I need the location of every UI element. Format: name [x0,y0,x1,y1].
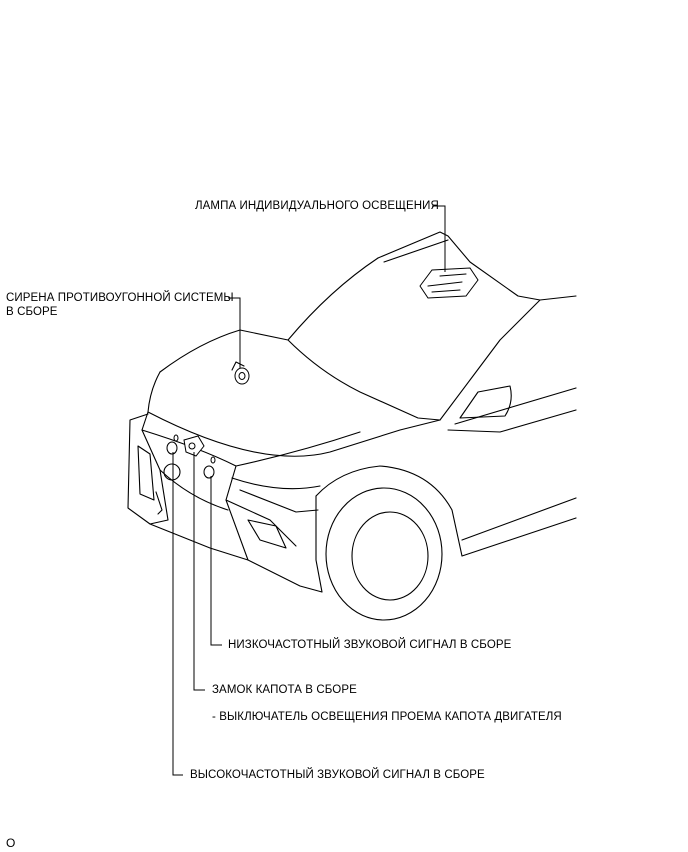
hood-switch-label: - ВЫКЛЮЧАТЕЛЬ ОСВЕЩЕНИЯ ПРОЕМА КАПОТА ДВ… [212,711,562,723]
high-horn-part [166,434,179,455]
siren-label-line2: В СБОРЕ [6,306,58,318]
hood-lock-label: ЗАМОК КАПОТА В СБОРЕ [212,684,357,696]
page-number: O [6,836,16,850]
siren-part [231,361,250,385]
leader-lines [172,205,446,776]
car-body [127,231,577,621]
room-lamp-label: ЛАМПА ИНДИВИДУАЛЬНОГО ОСВЕЩЕНИЯ [195,200,439,212]
low-horn-part [203,456,216,479]
high-horn-label: ВЫСОКОЧАСТОТНЫЙ ЗВУКОВОЙ СИГНАЛ В СБОРЕ [190,769,485,781]
hood-lock-part [183,435,205,457]
room-lamp-part [419,267,479,299]
low-horn-label: НИЗКОЧАСТОТНЫЙ ЗВУКОВОЙ СИГНАЛ В СБОРЕ [228,639,512,651]
siren-label-line1: СИРЕНА ПРОТИВОУГОННОЙ СИСТЕМЫ [6,292,234,304]
